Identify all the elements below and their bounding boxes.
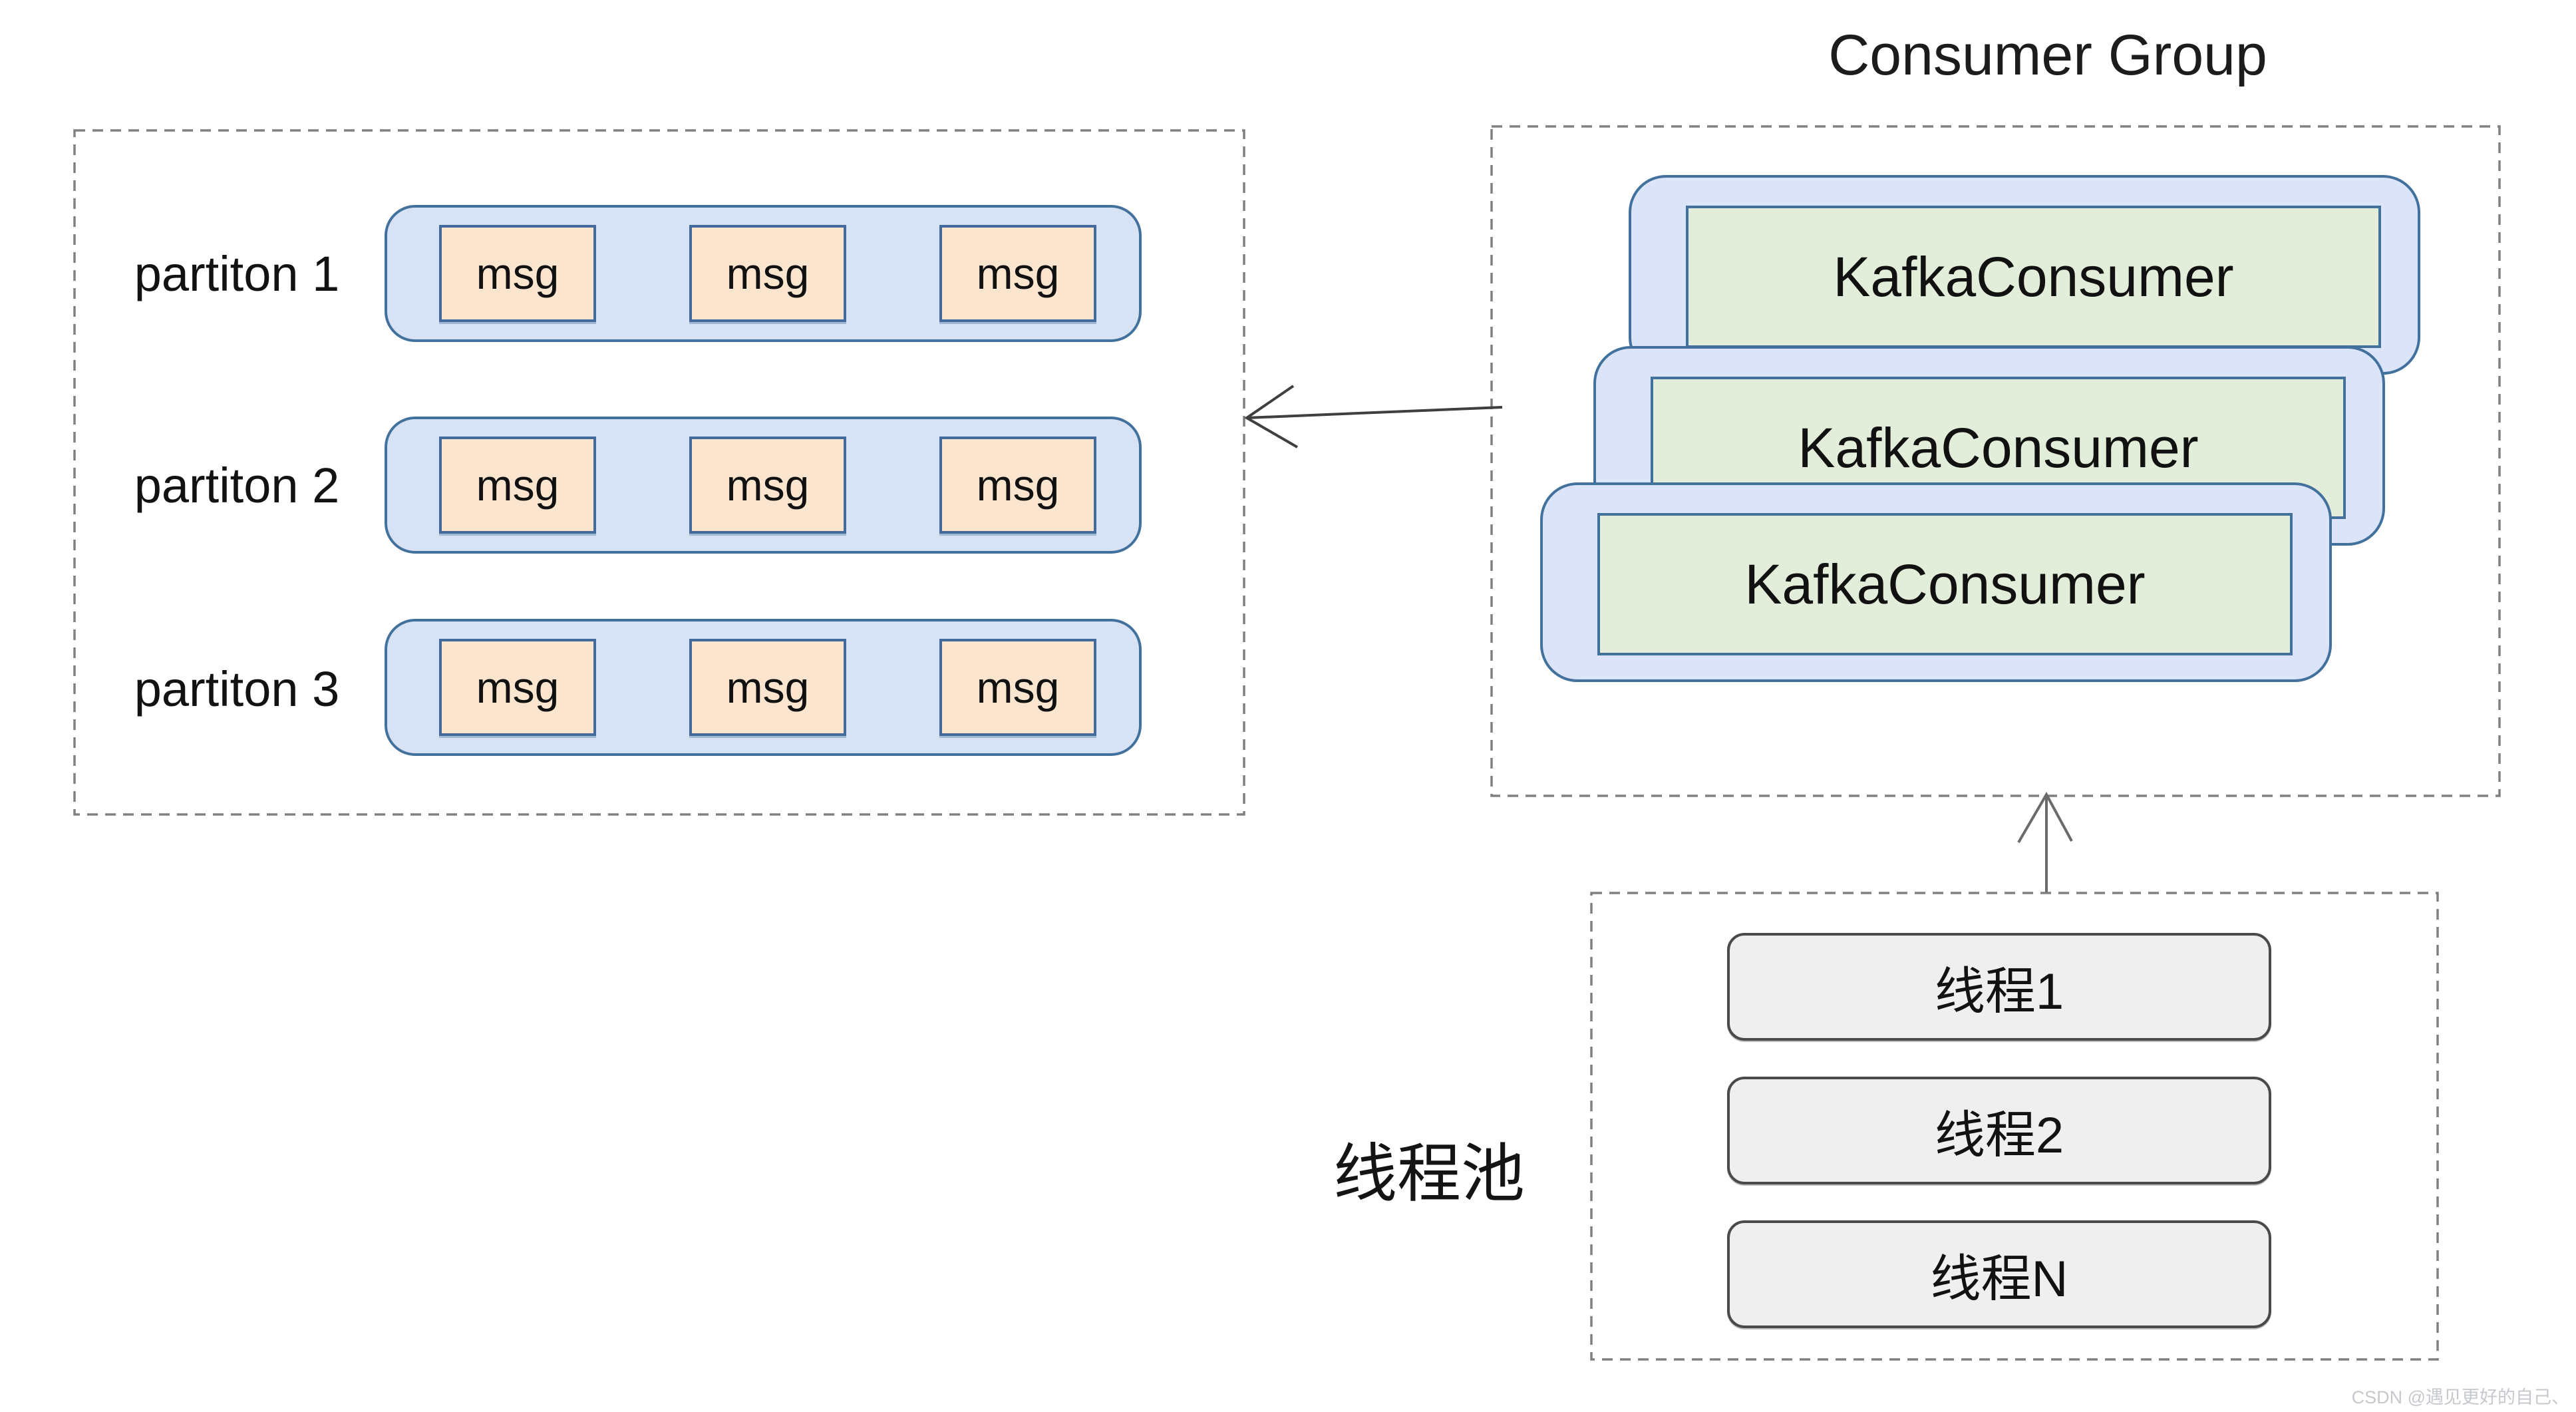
thread-pool-label: 线程池 — [1333, 1139, 1525, 1210]
thread-pool-dashed-box — [1590, 892, 2439, 1361]
msg-box: msg — [689, 639, 846, 736]
partition-label: partiton 1 — [134, 246, 340, 301]
kafka-consumer-label: KafkaConsumer — [1597, 513, 2293, 655]
msg-box: msg — [939, 437, 1096, 534]
partition-track: msg msg msg — [385, 619, 1142, 756]
consume-arrow — [1244, 385, 1503, 448]
consumer-group-title: Consumer Group — [1828, 23, 2267, 87]
msg-box: msg — [689, 437, 846, 534]
partitions-dashed-box — [73, 129, 1245, 816]
consumer-group-dashed-box — [1490, 125, 2501, 797]
msg-box: msg — [689, 225, 846, 322]
partition-track: msg msg msg — [385, 205, 1142, 342]
thread-pool-arrow — [2017, 791, 2073, 892]
thread-box: 线程N — [1727, 1220, 2271, 1328]
partition-track: msg msg msg — [385, 417, 1142, 554]
partition-label: partiton 2 — [134, 458, 340, 513]
msg-box: msg — [439, 639, 596, 736]
msg-box: msg — [939, 225, 1096, 322]
kafka-consumer-card: KafkaConsumer — [1540, 482, 2332, 682]
thread-box: 线程1 — [1727, 933, 2271, 1041]
partition-label: partiton 3 — [134, 661, 340, 717]
kafka-consumer-card: KafkaConsumer — [1629, 175, 2420, 375]
watermark: CSDN @遇见更好的自己、 — [2351, 1387, 2569, 1407]
thread-box: 线程2 — [1727, 1077, 2271, 1184]
msg-box: msg — [939, 639, 1096, 736]
msg-box: msg — [439, 225, 596, 322]
msg-box: msg — [439, 437, 596, 534]
kafka-consumer-label: KafkaConsumer — [1686, 206, 2381, 348]
